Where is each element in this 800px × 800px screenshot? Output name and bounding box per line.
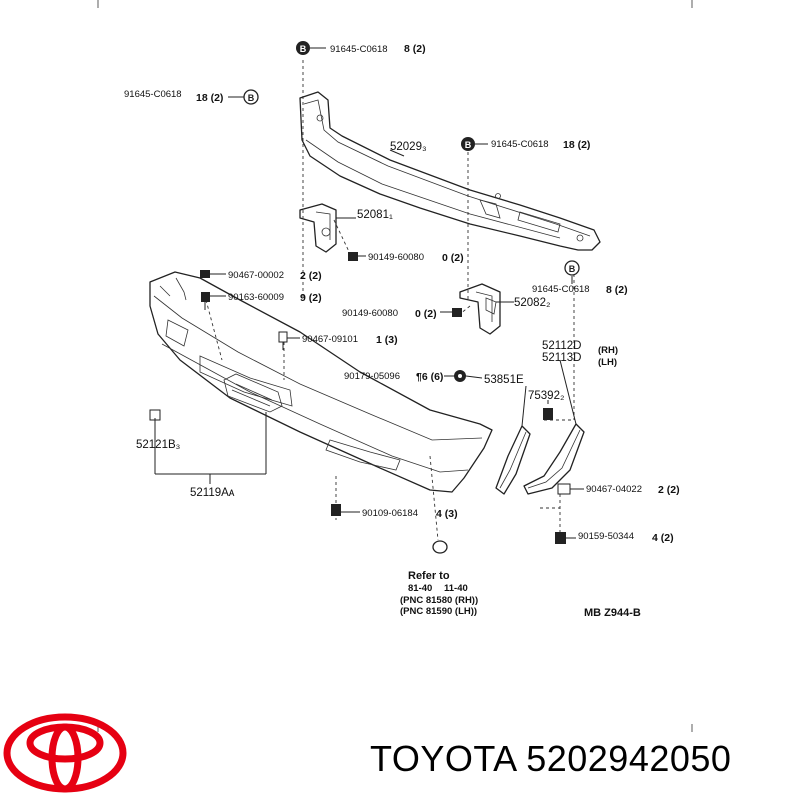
bolt-icon: B — [243, 89, 259, 105]
svg-text:B: B — [569, 264, 576, 274]
refer-pnc-rh: (PNC 81580 (RH)) — [400, 595, 478, 606]
callout-qty: ¶6 (6) — [416, 371, 443, 383]
bolt-icon: B — [296, 41, 310, 55]
callout-qty: 4 (2) — [652, 532, 674, 544]
grommet-icon — [432, 540, 448, 554]
callout-part: 91645-C0618 — [532, 284, 590, 295]
callout-qty: 4 (3) — [436, 508, 458, 520]
clip-icon — [278, 331, 288, 350]
clip-icon — [557, 483, 571, 495]
refer-title: Refer to — [408, 570, 450, 582]
extension-53851 — [495, 425, 531, 495]
callout-qty: 2 (2) — [658, 484, 680, 496]
brand-name: TOYOTA — [370, 738, 516, 779]
bolt-small-icon — [348, 252, 358, 261]
grille-52121 — [223, 373, 283, 413]
bolt-small-icon — [452, 308, 462, 317]
clip-icon — [200, 270, 210, 278]
callout-qty: 0 (2) — [442, 252, 464, 264]
callout-qty: 8 (2) — [606, 284, 628, 296]
bumper-bracket-52081 — [299, 203, 337, 253]
callout-qty: 8 (2) — [404, 43, 426, 55]
part-label-52082: 52082₂ — [514, 297, 550, 309]
callout-part: 90163-60009 — [228, 292, 284, 303]
diagram-code: MB Z944-B — [584, 607, 641, 619]
part-label-52121: 52121B₃ — [136, 439, 181, 451]
callout-qty: 18 (2) — [196, 92, 223, 104]
screw-icon — [331, 504, 341, 516]
bolt-icon: B — [461, 137, 475, 151]
screw-icon — [555, 532, 566, 544]
part-label-75392: 75392₂ — [528, 390, 564, 402]
part-label-52112: 52112D — [542, 340, 581, 352]
callout-qty: 2 (2) — [300, 270, 322, 282]
leader-lines — [154, 47, 584, 539]
refer-section-a: 81-40 — [408, 583, 432, 594]
callout-part: 90467-00002 — [228, 270, 284, 281]
refer-section-b: 11-40 — [444, 583, 468, 594]
side-label-rh: (RH) — [598, 345, 618, 356]
brand-part-number: 5202942050 — [526, 738, 732, 779]
bumper-cover-52119 — [149, 271, 493, 493]
svg-text:B: B — [465, 140, 472, 150]
callout-part: 90467-04022 — [586, 484, 642, 495]
callout-part: 91645-C0618 — [330, 44, 388, 55]
callout-part: 90159-50344 — [578, 531, 634, 542]
screw-icon — [543, 408, 553, 420]
callout-part: 90149-60080 — [342, 308, 398, 319]
part-label-52029: 52029₃ — [390, 141, 427, 153]
bumper-bracket-52082 — [459, 283, 501, 335]
part-label-53851: 53851E — [484, 374, 524, 386]
side-label-lh: (LH) — [598, 357, 617, 368]
svg-text:B: B — [300, 44, 307, 54]
svg-text:B: B — [248, 93, 255, 103]
callout-qty: 0 (2) — [415, 308, 437, 320]
fastener-guide-lines — [205, 60, 575, 541]
callout-qty: 18 (2) — [563, 139, 590, 151]
part-label-52113: 52113D — [542, 352, 581, 364]
callout-part: 90467-09101 — [302, 334, 358, 345]
callout-part: 90149-60080 — [368, 252, 424, 263]
callout-qty: 9 (2) — [300, 292, 322, 304]
part-label-52119: 52119Aᴀ — [190, 487, 235, 499]
part-label-52081: 52081₁ — [357, 209, 393, 221]
screw-icon — [201, 292, 210, 310]
nut-icon — [454, 370, 466, 382]
callout-qty: 1 (3) — [376, 334, 398, 346]
bumper-reinforcement-52029 — [299, 91, 601, 251]
callout-part: 90109-06184 — [362, 508, 418, 519]
brand-part-title: TOYOTA 5202942050 — [370, 738, 731, 780]
toyota-logo-icon — [3, 713, 127, 793]
callout-part: 90179-05096 — [344, 371, 400, 382]
bolt-icon: B — [564, 260, 580, 276]
callout-part: 91645-C0618 — [491, 139, 549, 150]
callout-part: 91645-C0618 — [124, 89, 182, 100]
refer-pnc-lh: (PNC 81590 (LH)) — [400, 606, 477, 617]
extension-52112 — [523, 423, 585, 495]
